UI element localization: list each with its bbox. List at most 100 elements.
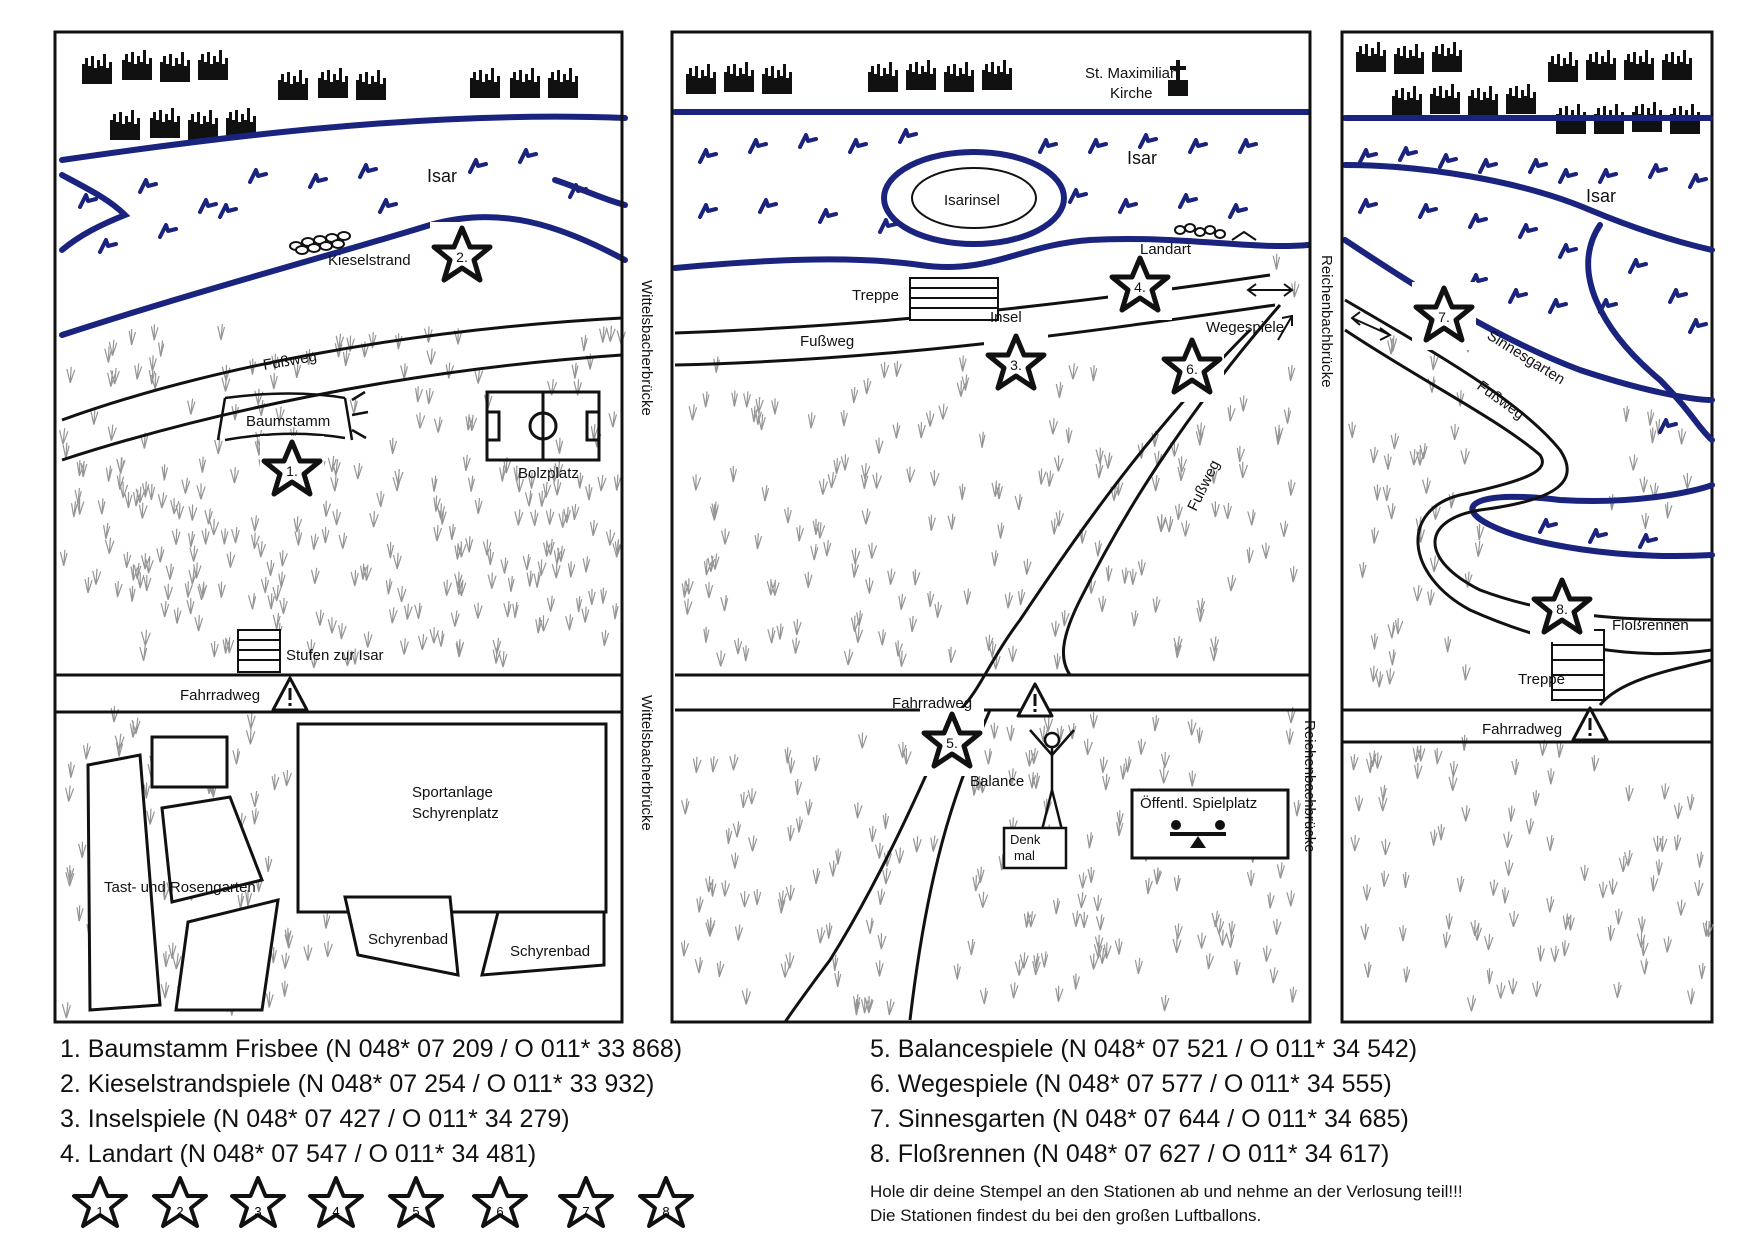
fussweg-west-north — [61, 316, 623, 422]
wave-mark — [818, 208, 838, 224]
wave-mark — [358, 163, 378, 179]
bridge-label-wittelsbacher-2: Wittelsbacherbrücke — [638, 695, 655, 831]
wave-mark — [1138, 133, 1158, 149]
stamp-star-number: 8 — [662, 1204, 669, 1219]
treppe-center — [909, 277, 999, 321]
wave-mark — [1358, 198, 1378, 214]
river-west-south-bank — [59, 214, 628, 338]
svg-text:7.: 7. — [1438, 309, 1450, 325]
stamp-star-number: 3 — [254, 1204, 261, 1219]
wave-mark — [98, 238, 118, 254]
wave-mark — [1068, 188, 1088, 204]
warning-sign-east — [1571, 706, 1609, 742]
svg-text:8.: 8. — [1556, 601, 1568, 617]
label-schyrenbad-1: Schyrenbad — [368, 931, 448, 948]
stamp-star-4: 4 — [308, 1176, 364, 1228]
wave-mark — [898, 128, 918, 144]
label-rosengarten: Tast- und Rosengarten — [104, 879, 256, 896]
label-schyrenbad-2: Schyrenbad — [510, 943, 590, 960]
wave-mark — [1598, 298, 1618, 314]
wave-mark — [468, 158, 488, 174]
river-west-channel — [552, 177, 628, 208]
wave-mark — [1188, 138, 1208, 154]
label-insel: Insel — [990, 309, 1022, 326]
legend-note-line2: Die Stationen findest du bei den großen … — [870, 1206, 1262, 1225]
svg-text:2.: 2. — [456, 249, 468, 265]
legend-column-right: 5. Balancespiele (N 048* 07 521 / O 011*… — [870, 1032, 1417, 1172]
stamp-star-8: 8 — [638, 1176, 694, 1228]
station-8-star: 8. — [1530, 574, 1594, 642]
wave-mark — [1528, 158, 1548, 174]
wave-mark — [1518, 223, 1538, 239]
stamp-star-number: 2 — [176, 1204, 183, 1219]
legend-station-3: 3. Inselspiele (N 048* 07 427 / O 011* 3… — [60, 1105, 570, 1133]
wave-mark — [198, 198, 218, 214]
wave-mark — [248, 168, 268, 184]
spielplatz-box — [1130, 788, 1290, 860]
label-sportanlage-line2: Schyrenplatz — [412, 805, 499, 822]
river-center-south-bank — [672, 235, 1311, 271]
isarinsel-outer — [881, 149, 1067, 247]
label-fussweg-east: Fußweg — [1474, 377, 1528, 423]
svg-text:4.: 4. — [1134, 279, 1146, 295]
label-spielplatz: Öffentl. Spielplatz — [1140, 794, 1257, 812]
wave-mark — [138, 178, 158, 194]
wave-mark — [78, 193, 98, 209]
label-fahrradweg-west: Fahrradweg — [180, 687, 260, 704]
legend-note-line1: Hole dir deine Stempel an den Stationen … — [870, 1182, 1463, 1201]
wave-mark — [378, 198, 398, 214]
label-denkmal-line1: Denk — [1010, 832, 1041, 847]
label-fussweg-center: Fußweg — [800, 333, 854, 350]
isarinsel-inner — [911, 167, 1037, 229]
river-west-inlet — [59, 172, 131, 253]
wave-mark — [1648, 163, 1668, 179]
wave-mark — [848, 138, 868, 154]
legend-column-left: 1. Baumstamm Frisbee (N 048* 07 209 / O … — [60, 1032, 682, 1172]
denkmal-statue — [1002, 729, 1075, 870]
legend-station-7: 7. Sinnesgarten (N 048* 07 644 / O 011* … — [870, 1105, 1409, 1133]
wave-mark — [1398, 146, 1418, 162]
label-landart: Landart — [1140, 241, 1192, 258]
legend-note: Hole dir deine Stempel an den Stationen … — [870, 1180, 1463, 1228]
bridges — [620, 32, 1344, 1022]
wave-mark — [1118, 198, 1138, 214]
wave-mark — [748, 138, 768, 154]
station-2-star: 2. — [430, 222, 494, 290]
schyrenbad-pool-2 — [480, 910, 606, 977]
legend: 1. Baumstamm Frisbee (N 048* 07 209 / O … — [60, 1032, 1750, 1238]
label-treppe-center: Treppe — [852, 287, 899, 304]
grass-tufts — [59, 253, 1714, 1019]
warning-sign-west — [271, 676, 309, 712]
label-sportanlage-line1: Sportanlage — [412, 784, 493, 801]
label-isar-center: Isar — [1127, 148, 1157, 168]
stamp-star-2: 2 — [152, 1176, 208, 1228]
label-bolzplatz: Bolzplatz — [518, 465, 579, 482]
stamp-star-number: 1 — [96, 1204, 103, 1219]
label-treppe-east: Treppe — [1518, 671, 1565, 688]
wave-mark — [798, 133, 818, 149]
label-fussweg-west: Fußweg — [262, 348, 318, 374]
wave-mark — [1548, 298, 1568, 314]
stamp-star-number: 7 — [582, 1204, 589, 1219]
station-3-star: 3. — [984, 330, 1048, 398]
wave-mark — [758, 198, 778, 214]
label-balance: Balance — [970, 773, 1024, 790]
wave-mark — [1598, 168, 1618, 184]
wave-mark — [1038, 138, 1058, 154]
stamp-star-number: 6 — [496, 1204, 503, 1219]
wave-mark — [1668, 288, 1688, 304]
label-fahrradweg-east: Fahrradweg — [1482, 721, 1562, 738]
stamp-star-3: 3 — [230, 1176, 286, 1228]
label-kirche-line2: Kirche — [1110, 85, 1153, 102]
wave-mark — [1558, 168, 1578, 184]
church-icon — [1168, 60, 1188, 96]
wave-mark — [1438, 153, 1458, 169]
wave-mark — [1088, 138, 1108, 154]
label-stufen: Stufen zur Isar — [286, 647, 384, 664]
label-isar-west: Isar — [427, 166, 457, 186]
path-east-branch — [1598, 658, 1713, 706]
wave-mark — [1228, 203, 1248, 219]
legend-station-1: 1. Baumstamm Frisbee (N 048* 07 209 / O … — [60, 1035, 683, 1063]
wave-mark — [1688, 173, 1708, 189]
